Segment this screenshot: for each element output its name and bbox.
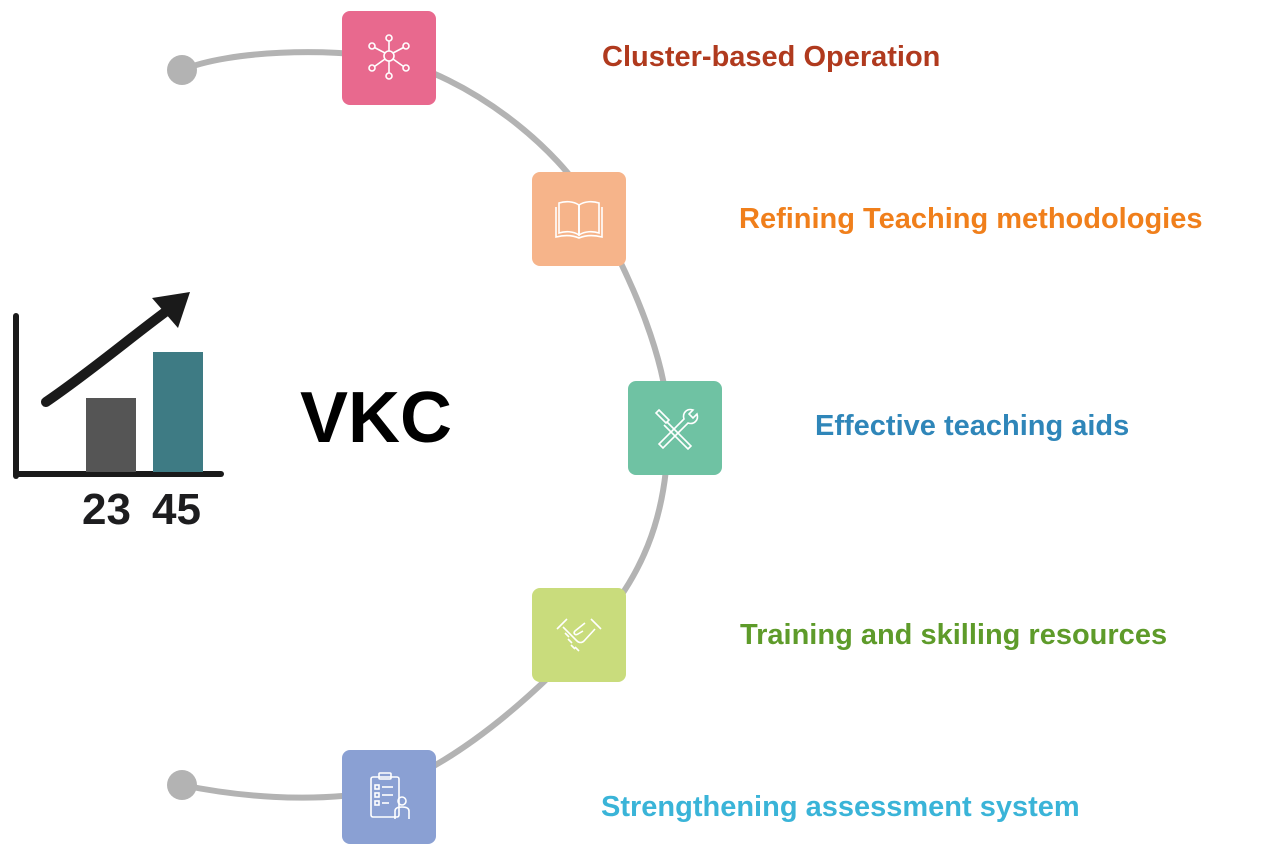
item-label-assessment-system: Strengthening assessment system <box>601 791 1080 823</box>
clipboard-person-icon <box>370 772 410 819</box>
chart-bar-1 <box>86 398 136 472</box>
tile-teaching-methodologies <box>532 172 626 266</box>
tile-assessment-system <box>342 750 436 844</box>
handshake-icon <box>556 618 602 652</box>
item-label-skilling-resources: Training and skilling resources <box>740 619 1168 651</box>
chart-bar-2 <box>153 352 203 472</box>
item-label-cluster-operation: Cluster-based Operation <box>602 41 941 73</box>
tools-icon <box>654 408 699 451</box>
growth-chart-icon <box>13 292 224 479</box>
item-label-teaching-methodologies: Refining Teaching methodologies <box>739 203 1203 235</box>
chart-arrow-head <box>152 292 190 328</box>
chart-arrow-line <box>41 305 173 407</box>
tile-teaching-aids <box>628 381 722 475</box>
chart-number-1: 23 <box>82 485 131 534</box>
book-icon <box>555 200 603 239</box>
tile-skilling-resources <box>532 588 626 682</box>
arc-end-dot <box>167 770 197 800</box>
tile-cluster-operation <box>342 11 436 105</box>
chart-number-2: 45 <box>152 485 201 534</box>
center-label: VKC <box>300 378 453 458</box>
network-icon <box>368 34 410 80</box>
arc-start-dot <box>167 55 197 85</box>
item-label-teaching-aids: Effective teaching aids <box>815 410 1130 442</box>
